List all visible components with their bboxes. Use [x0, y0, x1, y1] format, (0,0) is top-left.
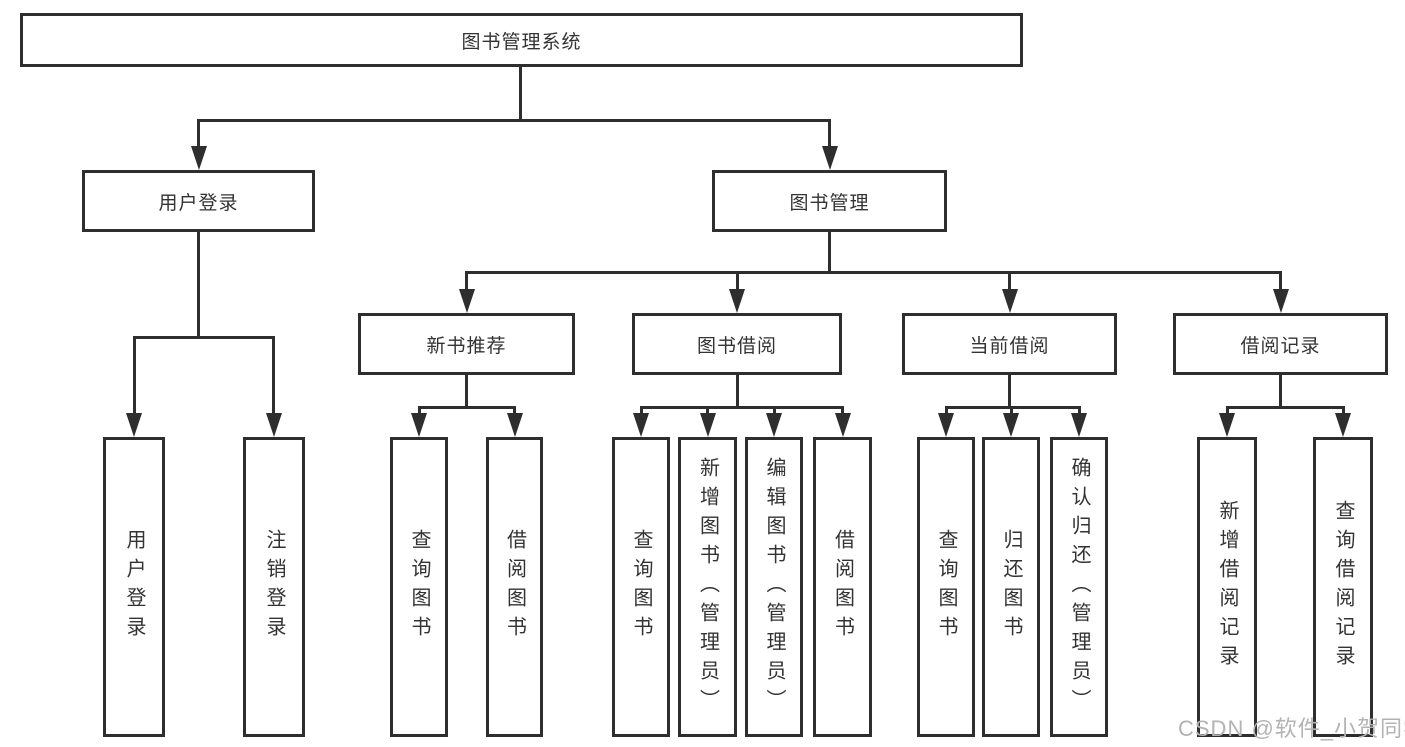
- leaf-user-login: 用户登录: [103, 437, 165, 737]
- connector-line: [418, 406, 421, 415]
- connector-line: [133, 336, 275, 339]
- leaf-logout: 注销登录: [243, 437, 305, 737]
- node-book-management: 图书管理: [712, 170, 947, 232]
- arrow-down-icon: [633, 413, 649, 437]
- node-user-login: 用户登录: [82, 170, 315, 232]
- leaf-borrow-borrow-book: 借阅图书: [813, 437, 872, 737]
- node-library-system: 图书管理系统: [20, 13, 1023, 67]
- connector-line: [197, 119, 831, 122]
- leaf-label: 归还图书: [1000, 529, 1022, 645]
- arrow-down-icon: [459, 289, 475, 313]
- leaf-label: 查询图书: [408, 529, 430, 645]
- connector-line: [640, 406, 643, 415]
- connector-line: [465, 271, 468, 291]
- connector-line: [828, 119, 831, 148]
- leaf-label: 借阅图书: [503, 529, 526, 645]
- leaf-current-query-book: 查询图书: [917, 437, 975, 737]
- leaf-label: 注销登录: [263, 529, 285, 645]
- arrow-down-icon: [835, 413, 851, 437]
- connector-line: [945, 406, 948, 415]
- arrow-down-icon: [126, 413, 142, 437]
- connector-line: [945, 406, 1081, 409]
- connector-line: [1279, 375, 1282, 408]
- leaf-label: 编辑图书（管理员）: [763, 456, 785, 718]
- connector-line: [1008, 271, 1011, 291]
- leaf-borrow-edit-book-admin: 编辑图书（管理员）: [745, 437, 803, 737]
- connector-line: [1226, 406, 1345, 409]
- connector-line: [1078, 406, 1081, 415]
- arrow-down-icon: [1335, 413, 1351, 437]
- arrow-down-icon: [1003, 413, 1019, 437]
- connector-line: [513, 406, 516, 415]
- connector-line: [1226, 406, 1229, 415]
- connector-line: [1008, 375, 1011, 408]
- leaf-current-return-book: 归还图书: [982, 437, 1040, 737]
- arrow-down-icon: [938, 413, 954, 437]
- connector-line: [272, 336, 275, 415]
- connector-line: [736, 375, 739, 408]
- connector-line: [418, 406, 516, 409]
- leaf-borrow-query-book: 查询图书: [612, 437, 670, 737]
- arrow-down-icon: [1071, 413, 1087, 437]
- leaf-label: 用户登录: [123, 529, 145, 645]
- arrow-down-icon: [766, 413, 782, 437]
- connector-line: [736, 271, 739, 291]
- connector-line: [519, 67, 522, 121]
- connector-line: [640, 406, 843, 409]
- arrow-down-icon: [411, 413, 427, 437]
- arrow-down-icon: [191, 146, 207, 170]
- arrow-down-icon: [1273, 289, 1289, 313]
- leaf-label: 新增图书（管理员）: [696, 456, 719, 718]
- connector-line: [465, 271, 1281, 274]
- leaf-label: 确认归还（管理员）: [1068, 456, 1090, 718]
- leaf-record-query-record: 查询借阅记录: [1313, 437, 1373, 737]
- leaf-label: 查询借阅记录: [1332, 500, 1354, 674]
- connector-line: [465, 375, 468, 408]
- node-book-borrowing: 图书借阅: [632, 313, 842, 375]
- connector-line: [773, 406, 776, 415]
- leaf-newrec-borrow-book: 借阅图书: [486, 437, 543, 737]
- leaf-borrow-add-book-admin: 新增图书（管理员）: [678, 437, 737, 737]
- connector-line: [1010, 406, 1013, 415]
- leaf-label: 查询图书: [630, 529, 652, 645]
- arrow-down-icon: [507, 413, 523, 437]
- connector-line: [197, 232, 200, 338]
- node-borrowing-records: 借阅记录: [1173, 313, 1388, 375]
- node-new-book-recommendation: 新书推荐: [358, 313, 575, 375]
- leaf-label: 新增借阅记录: [1216, 500, 1238, 674]
- leaf-record-add-record: 新增借阅记录: [1197, 437, 1257, 737]
- leaf-current-confirm-return-admin: 确认归还（管理员）: [1050, 437, 1108, 737]
- leaf-label: 借阅图书: [831, 529, 854, 645]
- connector-line: [828, 232, 831, 274]
- arrow-down-icon: [1219, 413, 1235, 437]
- arrow-down-icon: [729, 289, 745, 313]
- connector-line: [841, 406, 844, 415]
- connector-line: [1279, 271, 1282, 291]
- leaf-newrec-query-book: 查询图书: [390, 437, 448, 737]
- arrow-down-icon: [1002, 289, 1018, 313]
- arrow-down-icon: [266, 413, 282, 437]
- leaf-label: 查询图书: [935, 529, 957, 645]
- connector-line: [133, 336, 136, 415]
- node-current-borrowing: 当前借阅: [902, 313, 1117, 375]
- arrow-down-icon: [700, 413, 716, 437]
- csdn-watermark: CSDN @软件_小贺同学: [1178, 716, 1405, 741]
- connector-line: [706, 406, 709, 415]
- connector-line: [197, 119, 200, 148]
- arrow-down-icon: [822, 146, 838, 170]
- connector-line: [1342, 406, 1345, 415]
